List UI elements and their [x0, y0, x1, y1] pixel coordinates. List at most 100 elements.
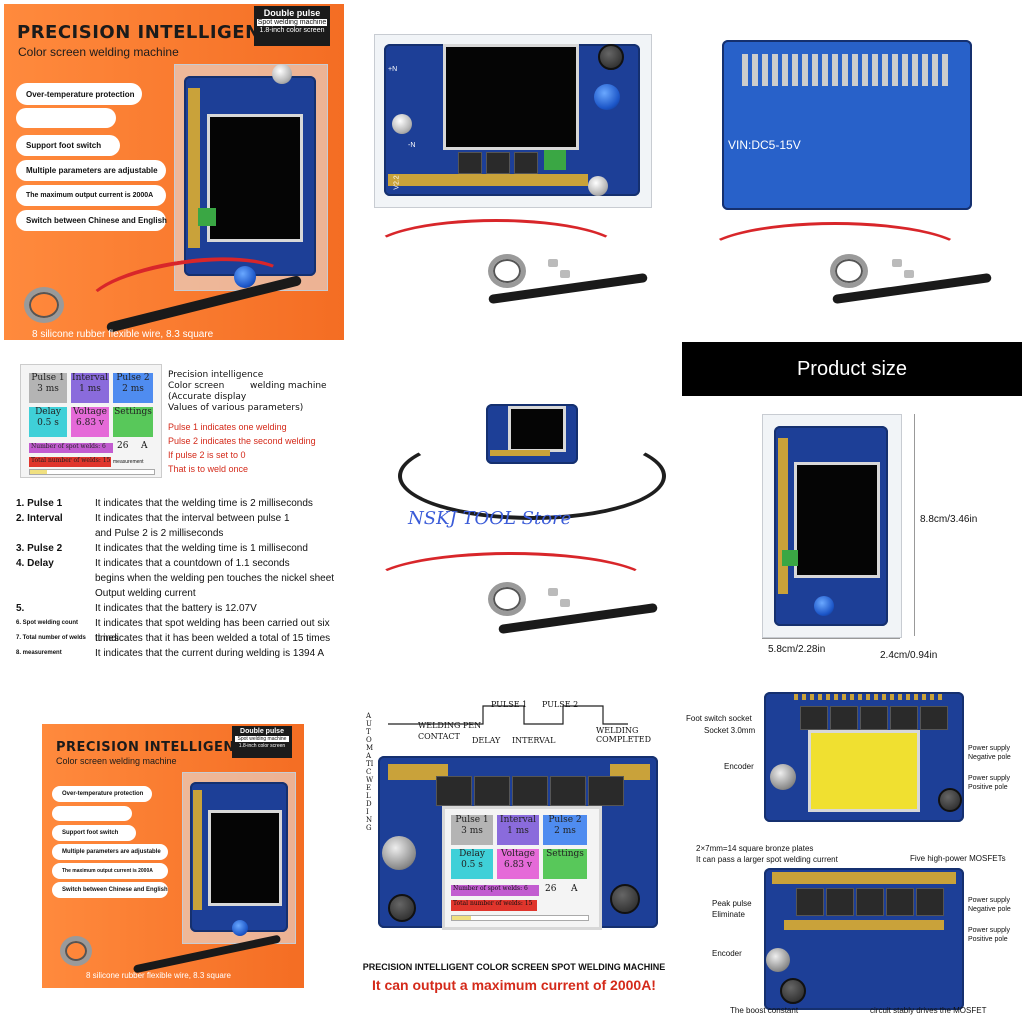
nickel-ring — [830, 254, 868, 288]
bronze-plate — [784, 920, 944, 930]
tile-value: 2 ms — [122, 384, 144, 395]
capacitor — [780, 978, 806, 1004]
tile-value: 0.5 s — [461, 860, 483, 871]
board-version: V2.2 — [393, 175, 401, 190]
nickel-ring — [60, 936, 92, 966]
annotated-panel: Foot switch socket Socket 3.0mm Encoder … — [684, 684, 1024, 1024]
capacitor — [938, 788, 962, 812]
board-front-panel: +N -N V2.2 — [348, 4, 676, 340]
poster-panel-top: PRECISION INTELLIGENCE Color screen weld… — [4, 4, 344, 340]
label-plus-n: +N — [388, 66, 398, 73]
nickel-ring — [488, 254, 526, 288]
legend-num: 2. Interval — [16, 513, 63, 524]
legend-text: It indicates that it has been welded a t… — [95, 633, 331, 644]
screw — [904, 270, 914, 278]
nickel-ring — [488, 582, 526, 616]
desc-line: welding machine — [250, 381, 327, 391]
timing-waveform — [388, 705, 628, 725]
automatic-welding-label: AUTOMATIC WELDING — [366, 712, 374, 832]
tile-label: Pulse 1 — [455, 815, 489, 825]
bronze-strip — [188, 88, 200, 248]
psu-line: Power supply — [968, 897, 1011, 904]
mosfet — [890, 706, 918, 730]
tile-settings: Settings — [113, 407, 153, 437]
tile-value: 1 ms — [79, 384, 101, 395]
note-line: If pulse 2 is set to 0 — [168, 450, 246, 460]
encoder-knob — [770, 764, 796, 790]
pulse2-label: PULSE 2 — [542, 700, 579, 709]
psu-line: Negative pole — [968, 754, 1011, 761]
poster-title: PRECISION INTELLIGENCE — [17, 22, 288, 43]
encoder-knob — [382, 836, 416, 870]
vin-label: VIN:DC5-15V — [728, 138, 801, 152]
height-label: 8.8cm/3.46in — [920, 514, 978, 525]
feature-tag: The maximum output current is 2000A — [16, 185, 166, 206]
tile-label: Pulse 2 — [116, 373, 150, 383]
tile-label: Interval — [500, 815, 536, 825]
poster-subtitle: Color screen welding machine — [18, 45, 179, 59]
progress-bar — [29, 469, 155, 475]
psu-line: Power supply — [968, 775, 1011, 782]
psu-line: Power supply — [968, 927, 1011, 934]
tile-label: Voltage — [72, 407, 108, 417]
red-wire — [702, 222, 968, 288]
height-line — [914, 414, 915, 636]
legend-text: begins when the welding pen touches the … — [95, 573, 335, 584]
mosfet — [486, 152, 510, 174]
mosfet — [588, 776, 624, 806]
desc-line: Precision intelligence — [168, 370, 264, 380]
black-wire — [398, 432, 666, 520]
mosfet — [826, 888, 854, 916]
green-pad — [544, 150, 566, 170]
tile-value: 3 ms — [37, 384, 59, 395]
mosfet — [436, 776, 472, 806]
tile-label: Interval — [72, 373, 108, 383]
note-line: Pulse 1 indicates one welding — [168, 422, 287, 432]
desc-line: Values of various parameters) — [168, 403, 304, 413]
green-pad — [198, 208, 216, 226]
spot-welds-bar: Number of spot welds: 6 — [451, 885, 539, 896]
tile-label: Settings — [546, 849, 584, 859]
current-value: 26 — [545, 884, 557, 894]
lcd-screen — [808, 730, 920, 812]
feature-tag — [16, 108, 116, 128]
peak-line: Eliminate — [712, 910, 745, 919]
encoder-label-bottom: Encoder — [712, 949, 742, 958]
tile-label: Delay — [35, 407, 61, 417]
mosfet — [512, 776, 548, 806]
capacitor — [610, 884, 640, 914]
product-size-header: Product size — [682, 342, 1022, 396]
terminal-bolt — [272, 64, 292, 84]
tile-value: 2 ms — [554, 826, 576, 837]
poster-panel-bottom: PRECISION INTELLIGENCE Color screen weld… — [42, 724, 304, 988]
caption-red: It can output a maximum current of 2000A… — [372, 977, 656, 993]
bronze-plate — [388, 764, 448, 780]
double-pulse-badge: Double pulse Spot welding machine 1.8-in… — [254, 6, 330, 46]
board-back-panel: VIN:DC5-15V — [682, 4, 1022, 340]
welding-pen-contact-label: WELDING PEN CONTACT — [418, 721, 482, 741]
progress-fill — [30, 470, 48, 474]
badge-subtitle: Spot welding machine — [257, 19, 327, 26]
legend-num: 7. Total number of welds — [16, 635, 86, 641]
bronze-plate — [772, 872, 956, 884]
tile-value: 3 ms — [461, 826, 483, 837]
width-label: 5.8cm/2.28in — [768, 644, 826, 655]
lcd-screen — [443, 44, 579, 150]
legend-text: It indicates that the interval between p… — [95, 513, 290, 524]
tile-value: 6.83 v — [504, 860, 532, 871]
note-line: That is to weld once — [168, 464, 249, 474]
badge-screen: 1.8-inch color screen — [259, 27, 325, 34]
tile-label: Pulse 1 — [31, 373, 65, 383]
screw — [548, 588, 558, 596]
encoder-label-top: Encoder — [724, 762, 754, 771]
psu-line: Negative pole — [968, 906, 1011, 913]
mosfet — [514, 152, 538, 174]
